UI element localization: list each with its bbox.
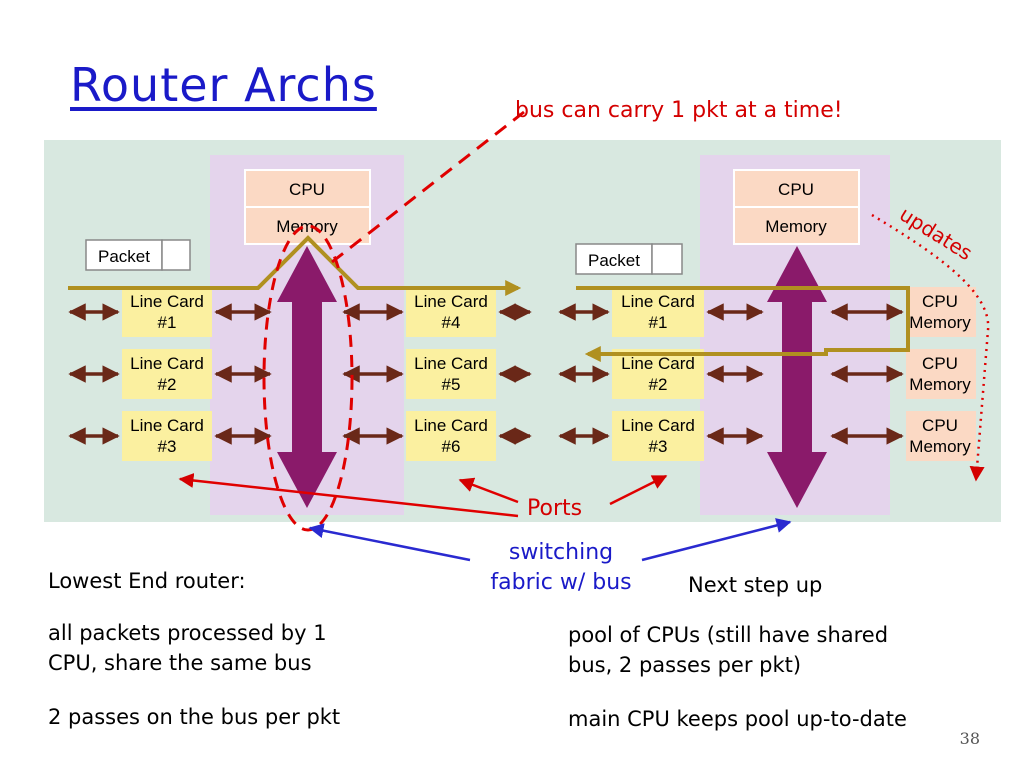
right-cpu-pool-1-line2: Memory [909, 313, 971, 332]
right-cpu-pool-3-line2: Memory [909, 437, 971, 456]
left-text-para2: 2 passes on the bus per pkt [48, 705, 341, 729]
left-line-card-5-line1: Line Card [414, 354, 488, 373]
right-packet-tail [651, 243, 683, 275]
left-text-heading: Lowest End router: [48, 569, 246, 593]
left-line-card-5: Line Card #5 [406, 349, 496, 399]
right-port-arrows [558, 303, 904, 445]
right-packet-path [576, 286, 910, 362]
right-cpu-pool-3: CPU Memory [906, 411, 976, 461]
left-line-card-2-line1: Line Card [130, 354, 204, 373]
right-line-card-3-line1: Line Card [621, 416, 695, 435]
right-cpu-box [733, 169, 860, 208]
switching-fabric-label: switching fabric w/ bus [468, 538, 654, 598]
left-line-card-1-line1: Line Card [130, 292, 204, 311]
right-cpu-pool-1: CPU Memory [906, 287, 976, 337]
right-cpu-label: CPU [778, 180, 814, 199]
fabric-arrows [308, 518, 792, 562]
switching-fabric-line1: switching [508, 540, 614, 565]
right-cpu-pool-2-line2: Memory [909, 375, 971, 394]
right-line-card-2-line2: #2 [649, 375, 668, 394]
right-line-card-1: Line Card #1 [612, 287, 704, 337]
left-memory-label: Memory [276, 217, 338, 236]
right-memory-label: Memory [765, 217, 827, 236]
right-line-card-1-line2: #1 [649, 313, 668, 332]
right-packet-box [575, 243, 653, 275]
slide-title: Router Archs [70, 58, 377, 112]
left-text-para1: all packets processed by 1 CPU, share th… [48, 618, 327, 678]
right-line-card-3-line2: #3 [649, 437, 668, 456]
left-line-card-3-line1: Line Card [130, 416, 204, 435]
right-bus-arrow [767, 246, 827, 508]
left-text-para1-line2: CPU, share the same bus [48, 651, 312, 675]
right-line-card-2: Line Card #2 [612, 349, 704, 399]
left-text-para1-line1: all packets processed by 1 [48, 621, 327, 645]
right-packet-label: Packet [588, 251, 640, 270]
ports-label: Ports [527, 496, 583, 521]
right-line-card-3: Line Card #3 [612, 411, 704, 461]
left-line-card-3: Line Card #3 [122, 411, 212, 461]
left-line-card-1-line2: #1 [158, 313, 177, 332]
right-cpu-pool-3-line1: CPU [922, 416, 958, 435]
left-line-card-6-line1: Line Card [414, 416, 488, 435]
left-bus-arrow [277, 246, 337, 508]
updates-dotted-arrow [871, 213, 990, 482]
bus-note-pointer [331, 110, 525, 264]
right-memory-box [733, 206, 860, 245]
left-line-card-2-line2: #2 [158, 375, 177, 394]
page-number: 38 [959, 729, 980, 748]
right-line-card-1-line1: Line Card [621, 292, 695, 311]
left-line-card-3-line2: #3 [158, 437, 177, 456]
right-cpu-pool-1-line1: CPU [922, 292, 958, 311]
left-packet-label: Packet [98, 247, 150, 266]
left-line-card-4-line1: Line Card [414, 292, 488, 311]
left-line-card-2: Line Card #2 [122, 349, 212, 399]
left-line-card-6: Line Card #6 [406, 411, 496, 461]
left-packet-path [68, 235, 522, 296]
right-cpu-pool-2: CPU Memory [906, 349, 976, 399]
left-port-arrows [68, 303, 532, 445]
left-packet-tail [161, 239, 191, 271]
left-line-card-5-line2: #5 [442, 375, 461, 394]
right-cpu-pool-2-line1: CPU [922, 354, 958, 373]
left-line-card-6-line2: #6 [442, 437, 461, 456]
switching-fabric-line2: fabric w/ bus [490, 570, 632, 595]
right-text-para1-line2: bus, 2 passes per pkt) [568, 653, 802, 677]
bus-highlight-ellipse [262, 224, 354, 532]
bus-note: bus can carry 1 pkt at a time! [515, 98, 843, 123]
right-text-heading: Next step up [688, 573, 823, 597]
left-line-card-1: Line Card #1 [122, 287, 212, 337]
right-line-card-2-line1: Line Card [621, 354, 695, 373]
left-line-card-4-line2: #4 [442, 313, 461, 332]
right-text-para2: main CPU keeps pool up-to-date [568, 707, 907, 731]
right-text-para1-line1: pool of CPUs (still have shared [568, 623, 889, 647]
ports-arrows [178, 473, 668, 518]
left-line-card-4: Line Card #4 [406, 287, 496, 337]
left-cpu-box [244, 169, 371, 208]
right-text-para1: pool of CPUs (still have shared bus, 2 p… [568, 620, 888, 680]
left-cpu-label: CPU [289, 180, 325, 199]
